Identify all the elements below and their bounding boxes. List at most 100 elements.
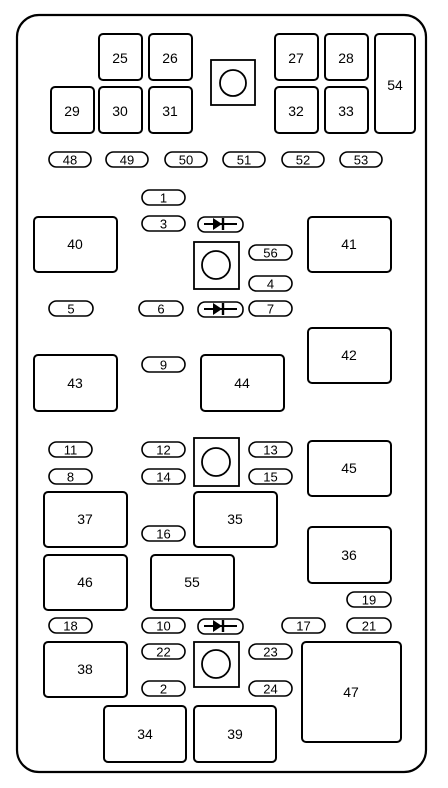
- svg-text:41: 41: [341, 236, 357, 252]
- svg-text:40: 40: [67, 236, 83, 252]
- svg-text:43: 43: [67, 375, 83, 391]
- svg-text:34: 34: [137, 726, 153, 742]
- relay-47: 47: [301, 641, 402, 743]
- svg-text:17: 17: [296, 619, 310, 634]
- svg-text:55: 55: [184, 574, 200, 590]
- svg-text:3: 3: [160, 217, 167, 232]
- svg-text:33: 33: [338, 103, 354, 119]
- svg-text:9: 9: [160, 358, 167, 373]
- svg-text:21: 21: [362, 619, 376, 634]
- svg-text:16: 16: [156, 527, 170, 542]
- svg-text:36: 36: [341, 547, 357, 563]
- svg-text:27: 27: [288, 50, 304, 66]
- fuse-9: 9: [141, 356, 186, 373]
- svg-text:47: 47: [343, 684, 359, 700]
- svg-text:12: 12: [156, 443, 170, 458]
- fuse-50: 50: [164, 151, 208, 168]
- svg-text:39: 39: [227, 726, 243, 742]
- relay-29: 29: [50, 86, 95, 134]
- diode-symbol-middle: [197, 301, 244, 318]
- fuse-51: 51: [222, 151, 266, 168]
- mounting-bolt-middle: [193, 437, 240, 487]
- fuse-7: 7: [248, 300, 293, 317]
- relay-27: 27: [274, 33, 319, 81]
- relay-54: 54: [374, 33, 416, 134]
- svg-text:10: 10: [156, 619, 170, 634]
- svg-text:42: 42: [341, 347, 357, 363]
- svg-text:30: 30: [112, 103, 128, 119]
- relay-41: 41: [307, 216, 392, 273]
- fuse-17: 17: [281, 617, 326, 634]
- relay-37: 37: [43, 491, 128, 548]
- relay-42: 42: [307, 327, 392, 384]
- svg-text:35: 35: [227, 511, 243, 527]
- relay-43: 43: [33, 354, 118, 412]
- relay-38: 38: [43, 641, 128, 698]
- svg-text:54: 54: [387, 77, 403, 93]
- relay-28: 28: [324, 33, 369, 81]
- fuse-13: 13: [248, 441, 293, 458]
- relay-30: 30: [98, 86, 143, 134]
- fuse-53: 53: [339, 151, 383, 168]
- fuse-16: 16: [141, 525, 186, 542]
- svg-text:32: 32: [288, 103, 304, 119]
- relay-36: 36: [307, 526, 392, 584]
- relay-25: 25: [98, 33, 143, 81]
- fuse-21: 21: [346, 617, 392, 634]
- relay-31: 31: [148, 86, 193, 134]
- relay-46: 46: [43, 554, 128, 611]
- svg-text:53: 53: [354, 153, 368, 168]
- svg-text:6: 6: [157, 302, 164, 317]
- fuse-8: 8: [48, 468, 93, 485]
- fuse-10: 10: [141, 617, 186, 634]
- fuse-18: 18: [48, 617, 93, 634]
- diode-symbol-upper: [197, 216, 244, 233]
- relay-45: 45: [307, 440, 392, 497]
- fuse-5: 5: [48, 300, 94, 317]
- fuse-12: 12: [141, 441, 186, 458]
- svg-text:38: 38: [77, 661, 93, 677]
- fuse-6: 6: [138, 300, 184, 317]
- relay-34: 34: [103, 705, 187, 763]
- svg-text:44: 44: [234, 375, 250, 391]
- svg-text:31: 31: [162, 103, 178, 119]
- svg-text:45: 45: [341, 460, 357, 476]
- svg-text:37: 37: [77, 511, 93, 527]
- svg-text:22: 22: [156, 645, 170, 660]
- fuse-49: 49: [105, 151, 149, 168]
- mounting-bolt-top: [210, 59, 256, 106]
- svg-text:18: 18: [63, 619, 77, 634]
- relay-32: 32: [274, 86, 319, 134]
- mounting-bolt-lower: [193, 641, 240, 688]
- fuse-22: 22: [141, 643, 186, 660]
- svg-text:8: 8: [67, 470, 74, 485]
- svg-text:23: 23: [263, 645, 277, 660]
- fuse-56: 56: [248, 244, 293, 261]
- svg-text:4: 4: [267, 277, 274, 292]
- svg-text:11: 11: [64, 443, 78, 458]
- svg-text:1: 1: [160, 191, 167, 206]
- svg-text:24: 24: [263, 682, 277, 697]
- svg-text:14: 14: [156, 470, 170, 485]
- svg-text:46: 46: [77, 574, 93, 590]
- svg-text:50: 50: [179, 153, 193, 168]
- svg-text:5: 5: [67, 302, 74, 317]
- svg-text:15: 15: [263, 470, 277, 485]
- fuse-19: 19: [346, 591, 392, 608]
- fuse-48: 48: [48, 151, 92, 168]
- relay-26: 26: [148, 33, 193, 81]
- svg-text:7: 7: [267, 302, 274, 317]
- fuse-3: 3: [141, 215, 186, 232]
- relay-39: 39: [193, 705, 277, 763]
- fuse-14: 14: [141, 468, 186, 485]
- svg-text:52: 52: [296, 153, 310, 168]
- diode-symbol-lower: [197, 618, 244, 635]
- fuse-4: 4: [248, 275, 293, 292]
- mounting-bolt-upper-middle: [193, 241, 240, 290]
- fuse-15: 15: [248, 468, 293, 485]
- fuse-24: 24: [248, 680, 293, 697]
- fuse-23: 23: [248, 643, 293, 660]
- relay-35: 35: [193, 491, 278, 548]
- fuse-1: 1: [141, 189, 186, 206]
